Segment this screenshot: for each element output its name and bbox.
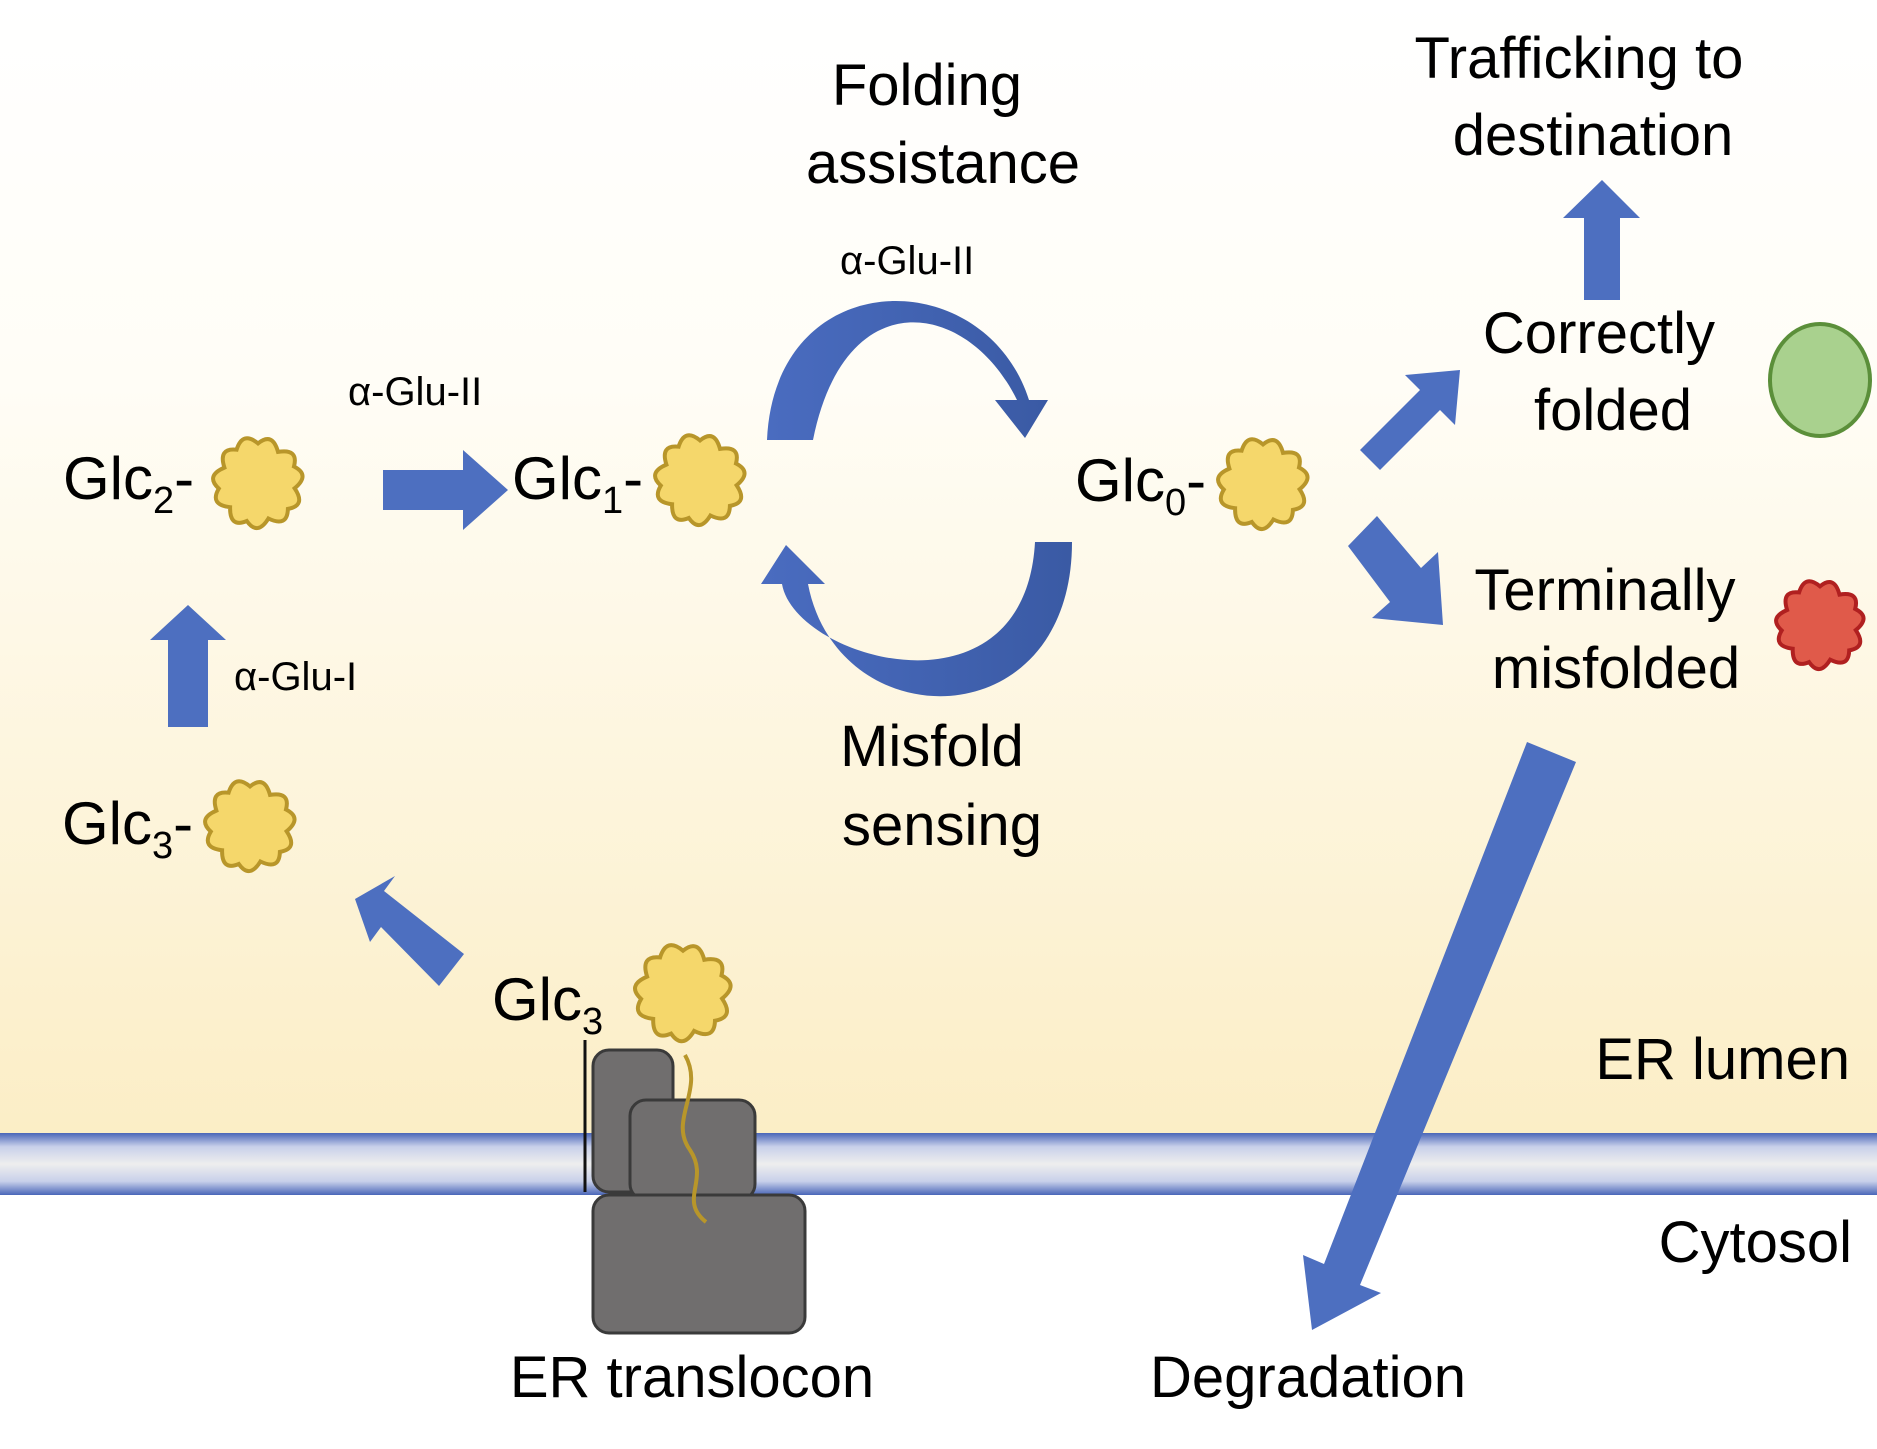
- glc1-subscript: 1: [602, 480, 623, 522]
- folding-assistance-line-2: assistance: [806, 131, 1080, 196]
- terminally-misfolded-line-1: Terminally: [1474, 558, 1735, 623]
- enzyme-label-glc3-to-glc2: α-Glu-I: [234, 655, 357, 699]
- trafficking-line-2: destination: [1453, 103, 1734, 168]
- arrow-folded-to-trafficking: [1563, 180, 1640, 300]
- glc-dash: -: [174, 445, 194, 512]
- glc2-label: Glc2-: [63, 445, 194, 522]
- cytosol-background: [0, 1190, 1877, 1444]
- arrow-misfolded-to-degradation: [1303, 742, 1576, 1330]
- nascent-polypeptide-chain: [680, 1054, 708, 1224]
- misfold-sensing-arc-arrow: [761, 542, 1072, 697]
- correctly-folded-protein-icon: [1768, 322, 1872, 438]
- arrow-glc2-to-glc1: [383, 450, 508, 530]
- alpha-symbol: α: [234, 655, 257, 699]
- svg-text:Glc3-: Glc3-: [62, 790, 193, 867]
- glc2-protein-icon: [211, 436, 305, 531]
- glc3-subscript: 3: [582, 1001, 603, 1043]
- er-lumen-label: ER lumen: [1595, 1027, 1850, 1092]
- glc-dash: -: [1186, 447, 1206, 514]
- nascent-glc3-protein-icon: [633, 943, 733, 1044]
- trafficking-line-1: Trafficking to: [1415, 26, 1744, 91]
- terminally-misfolded-label: Terminally misfolded: [1474, 558, 1751, 701]
- cytosol-label: Cytosol: [1659, 1210, 1852, 1275]
- misfold-sensing-line-2: sensing: [842, 793, 1042, 858]
- enzyme-name: -Glu-II: [863, 239, 974, 283]
- folding-assistance-line-1: Folding: [832, 53, 1022, 118]
- glc-prefix: Glc: [62, 790, 152, 857]
- trafficking-label: Trafficking to destination: [1415, 26, 1760, 168]
- terminally-misfolded-line-2: misfolded: [1492, 636, 1740, 701]
- alpha-symbol: α: [348, 370, 371, 414]
- glc3-label: Glc3-: [62, 790, 193, 867]
- glc3-protein-icon: [203, 779, 297, 874]
- glc-dash: -: [173, 790, 193, 857]
- glc0-subscript: 0: [1165, 482, 1186, 524]
- enzyme-name: -Glu-II: [371, 370, 482, 414]
- svg-text:Glc2-: Glc2-: [63, 445, 194, 522]
- enzyme-name: -Glu-I: [257, 655, 357, 699]
- alpha-symbol: α: [840, 239, 863, 283]
- er-lumen-background: [0, 0, 1877, 1165]
- arrow-glc0-to-correctly-folded: [1360, 370, 1460, 470]
- glc-prefix: Glc: [63, 445, 153, 512]
- er-translocon-label: ER translocon: [510, 1345, 874, 1410]
- glc0-protein-icon: [1216, 437, 1310, 532]
- arrow-translocon-to-glc3: [355, 876, 464, 986]
- er-translocon: [583, 1040, 807, 1335]
- arrow-glc3-to-glc2: [150, 605, 226, 727]
- folding-assistance-arc-arrow: [767, 301, 1048, 440]
- nascent-glc3-label: Glc3: [492, 966, 603, 1043]
- enzyme-label-glc2-to-glc1: α-Glu-II: [348, 370, 482, 414]
- glc-prefix: Glc: [492, 966, 582, 1033]
- degradation-label: Degradation: [1150, 1345, 1466, 1410]
- svg-text:Glc0-: Glc0-: [1075, 447, 1206, 524]
- er-membrane: [0, 1133, 1877, 1195]
- glc1-label: Glc1-: [512, 445, 643, 522]
- correctly-folded-label: Correctly folded: [1483, 301, 1731, 443]
- arrow-glc0-to-terminally-misfolded: [1348, 516, 1443, 625]
- glc3-subscript: 3: [152, 825, 173, 867]
- svg-text:Glc1-: Glc1-: [512, 445, 643, 522]
- glc-prefix: Glc: [1075, 447, 1165, 514]
- misfolded-protein-icon: [1774, 579, 1866, 672]
- misfold-sensing-line-1: Misfold: [840, 714, 1024, 779]
- glc0-label: Glc0-: [1075, 447, 1206, 524]
- enzyme-label-folding-cycle: α-Glu-II: [840, 239, 974, 283]
- svg-text:Glc3: Glc3: [492, 966, 603, 1043]
- correctly-folded-line-2: folded: [1534, 378, 1692, 443]
- glc1-protein-icon: [653, 433, 747, 528]
- correctly-folded-line-1: Correctly: [1483, 301, 1715, 366]
- translocon-subunit-middle: [628, 1098, 757, 1202]
- misfold-sensing-label: Misfold sensing: [840, 714, 1042, 858]
- folding-assistance-label: Folding assistance: [806, 53, 1080, 196]
- glc-dash: -: [623, 445, 643, 512]
- translocon-subunit-bottom: [591, 1193, 807, 1335]
- glc-prefix: Glc: [512, 445, 602, 512]
- glc2-subscript: 2: [153, 480, 174, 522]
